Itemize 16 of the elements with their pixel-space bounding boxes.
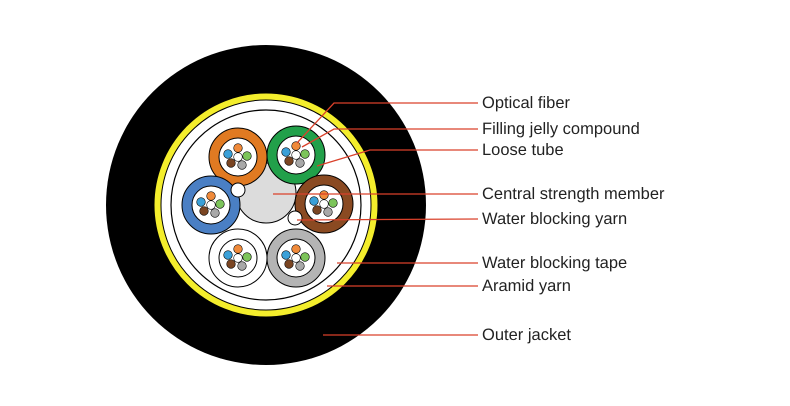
part-label: Water blocking tape xyxy=(482,253,628,273)
leader-line xyxy=(316,149,478,167)
part-label: Central strength member xyxy=(482,184,664,204)
leader-line xyxy=(302,128,478,148)
leader-line xyxy=(327,285,478,287)
part-label: Aramid yarn xyxy=(482,276,571,296)
leader-line xyxy=(323,334,478,336)
leader-line xyxy=(273,193,478,195)
part-label: Filling jelly compound xyxy=(482,119,640,139)
leader-line xyxy=(296,102,478,144)
part-label: Loose tube xyxy=(482,140,564,160)
leader-line xyxy=(337,262,478,264)
part-label: Water blocking yarn xyxy=(482,209,628,229)
part-label: Outer jacket xyxy=(482,325,571,345)
leader-line xyxy=(297,218,478,221)
part-label: Optical fiber xyxy=(482,93,570,113)
